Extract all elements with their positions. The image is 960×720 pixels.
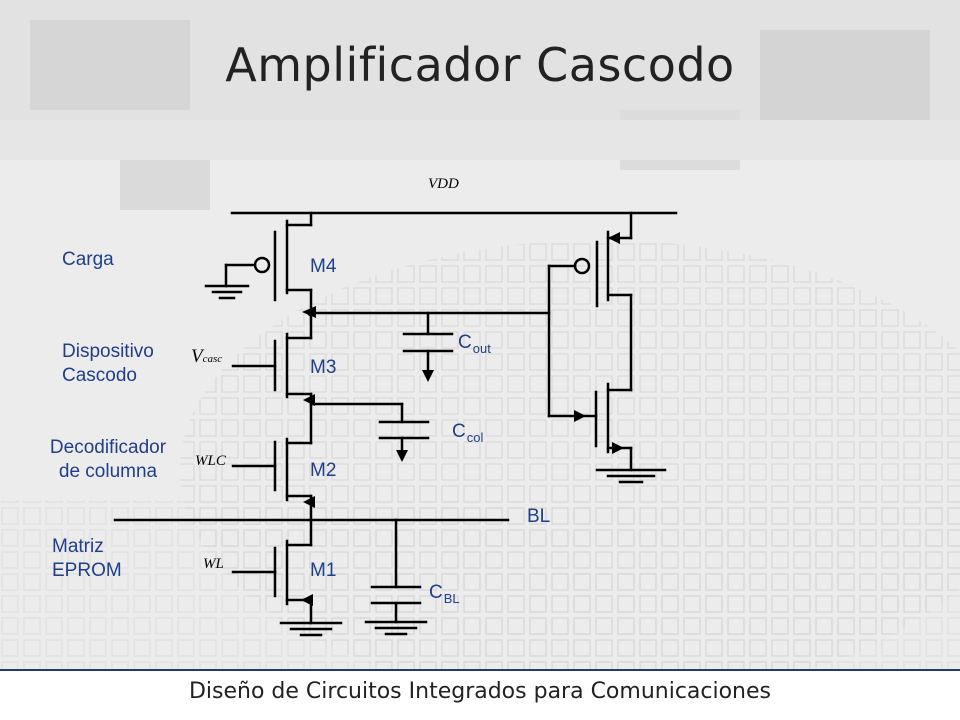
vcasc-label: Vcasc (191, 346, 222, 368)
dispositivo-line: Dispositivo (62, 341, 154, 362)
matriz-eprom-label: Matriz EPROM (52, 535, 122, 583)
m3-source-arrow (303, 394, 315, 406)
junction-dot (307, 309, 315, 317)
footer-divider (0, 669, 960, 671)
matriz-line: Matriz (52, 536, 104, 557)
m1-source-arrow (301, 594, 313, 606)
decodificador-line: Decodificador (49, 437, 167, 458)
cout-main: C (458, 332, 472, 353)
cbl-label: CBL (429, 582, 460, 606)
cbl-main: C (429, 582, 443, 603)
m4-label: M4 (310, 256, 337, 277)
cascodo-line: Cascodo (62, 365, 137, 386)
right-nmos-source-arrow (612, 442, 624, 454)
m2-source-arrow (303, 496, 315, 508)
ccol-arrow (396, 450, 408, 462)
slide-footer: Diseño de Circuitos Integrados para Comu… (188, 679, 772, 704)
slide-title: Amplificador Cascodo (225, 38, 735, 92)
cbl-sub: BL (443, 591, 460, 606)
m4-gate-bubble (253, 256, 271, 274)
m3-label: M3 (310, 357, 337, 378)
vcasc-main: V (191, 346, 203, 367)
ccol-sub: col (466, 430, 484, 445)
eprom-line: EPROM (52, 560, 122, 581)
cout-arrow (422, 370, 434, 382)
wlc-label: WLC (195, 453, 226, 469)
cout-label: Cout (458, 332, 491, 356)
ccol-main: C (452, 421, 466, 442)
cout-sub: out (472, 341, 491, 356)
decodificador-label: Decodificador de columna (30, 436, 186, 484)
vcasc-sub: casc (202, 353, 223, 365)
wl-label: WL (203, 556, 224, 572)
right-pmos-gate-bubble (573, 257, 591, 275)
bl-label: BL (527, 506, 551, 527)
right-gate-arrow (574, 410, 586, 422)
dispositivo-cascodo-label: Dispositivo Cascodo (62, 340, 154, 388)
de-columna-line: de columna (58, 461, 158, 482)
right-pmos-source-arrow (608, 232, 620, 244)
m1-label: M1 (310, 560, 337, 581)
ccol-label: Ccol (452, 421, 483, 445)
vdd-label: VDD (428, 176, 459, 192)
m2-label: M2 (310, 460, 337, 481)
carga-label: Carga (62, 249, 114, 270)
